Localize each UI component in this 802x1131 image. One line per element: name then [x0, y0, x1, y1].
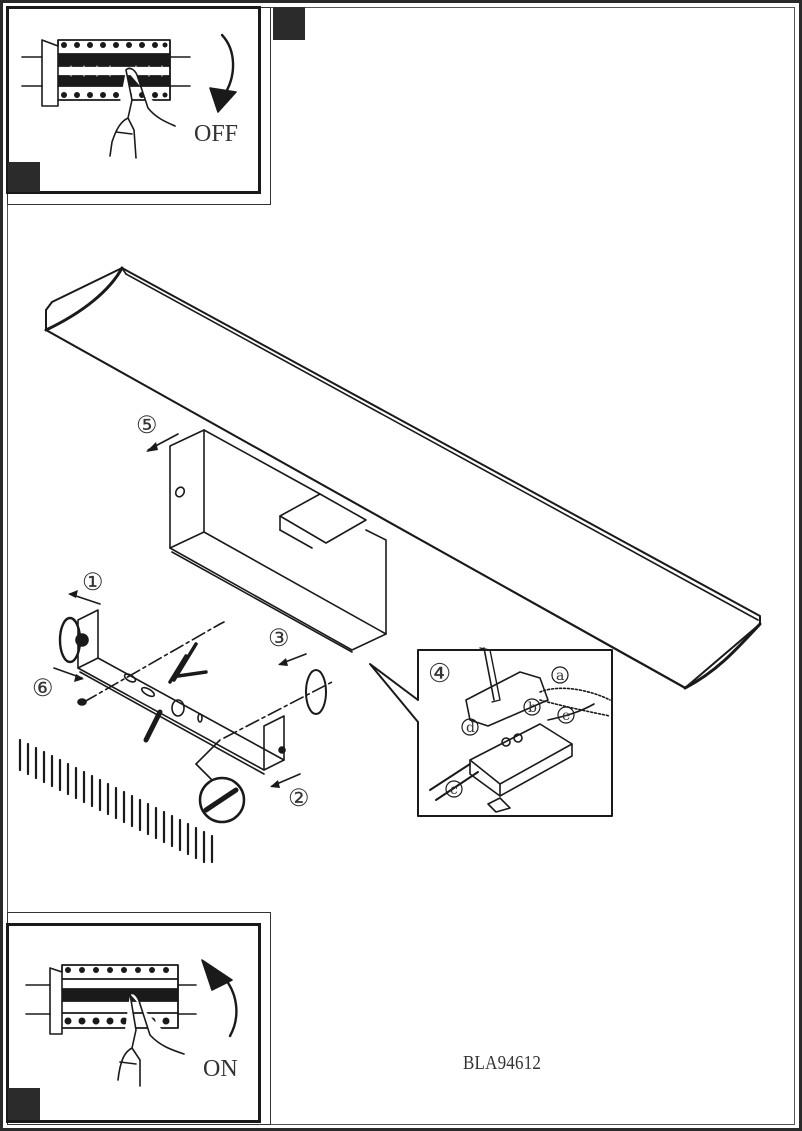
corner-mark-icon — [8, 1088, 40, 1120]
callout-e: e — [562, 708, 570, 724]
arrow-down-icon — [220, 33, 235, 94]
callout-c: c — [450, 782, 458, 798]
on-label: ON — [203, 1056, 238, 1082]
step-1-label: ① — [82, 568, 104, 596]
model-code: BLA94612 — [463, 1051, 542, 1074]
circuit-breaker-on-icon — [25, 959, 238, 1087]
step-3-label: ③ — [268, 624, 290, 652]
circuit-breaker-off-icon — [21, 33, 237, 159]
corner-mark-icon — [273, 7, 305, 40]
callout-b: b — [528, 700, 537, 716]
corner-mark-icon — [8, 162, 40, 192]
mounting-box-illustration — [169, 429, 387, 653]
hand-icon — [109, 67, 176, 159]
callout-d: d — [466, 720, 475, 736]
lamp-bar-illustration — [44, 266, 762, 690]
wiring-detail-callout — [369, 647, 613, 817]
callout-a: a — [556, 668, 564, 684]
hand-icon — [117, 992, 185, 1087]
step-6-label: ⑥ — [32, 674, 54, 702]
wall-hatch-icon — [18, 738, 214, 864]
arrow-up-icon — [224, 978, 238, 1038]
step-5-label: ⑤ — [136, 411, 158, 439]
step-4-label: ④ — [428, 659, 451, 689]
off-label: OFF — [194, 121, 238, 147]
wall-bracket-illustration — [58, 609, 333, 824]
inner-border — [7, 7, 795, 1125]
step-2-label: ② — [288, 784, 310, 812]
